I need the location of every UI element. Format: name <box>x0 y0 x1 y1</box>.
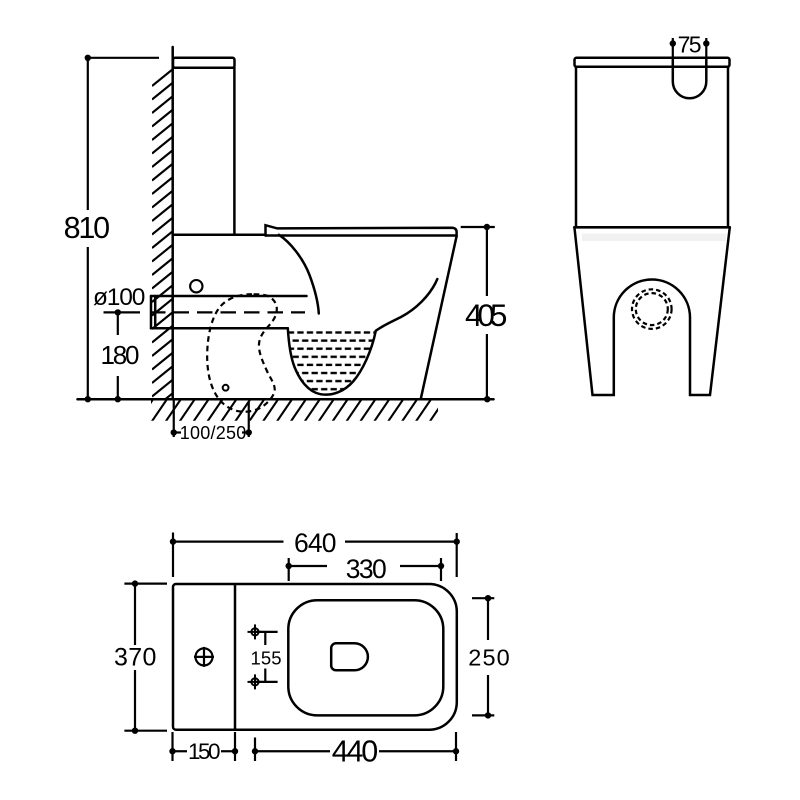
svg-text:155: 155 <box>251 647 282 668</box>
svg-text:640: 640 <box>294 528 337 558</box>
svg-text:440: 440 <box>332 734 379 768</box>
svg-text:150: 150 <box>188 739 221 764</box>
svg-text:405: 405 <box>465 297 508 333</box>
svg-text:180: 180 <box>101 340 140 370</box>
svg-text:370: 370 <box>114 644 157 672</box>
svg-text:ø100: ø100 <box>93 284 146 311</box>
svg-text:330: 330 <box>346 554 387 584</box>
svg-text:100/250: 100/250 <box>180 423 247 443</box>
svg-text:810: 810 <box>64 211 111 245</box>
svg-text:250: 250 <box>468 645 510 671</box>
svg-text:75: 75 <box>678 32 702 58</box>
